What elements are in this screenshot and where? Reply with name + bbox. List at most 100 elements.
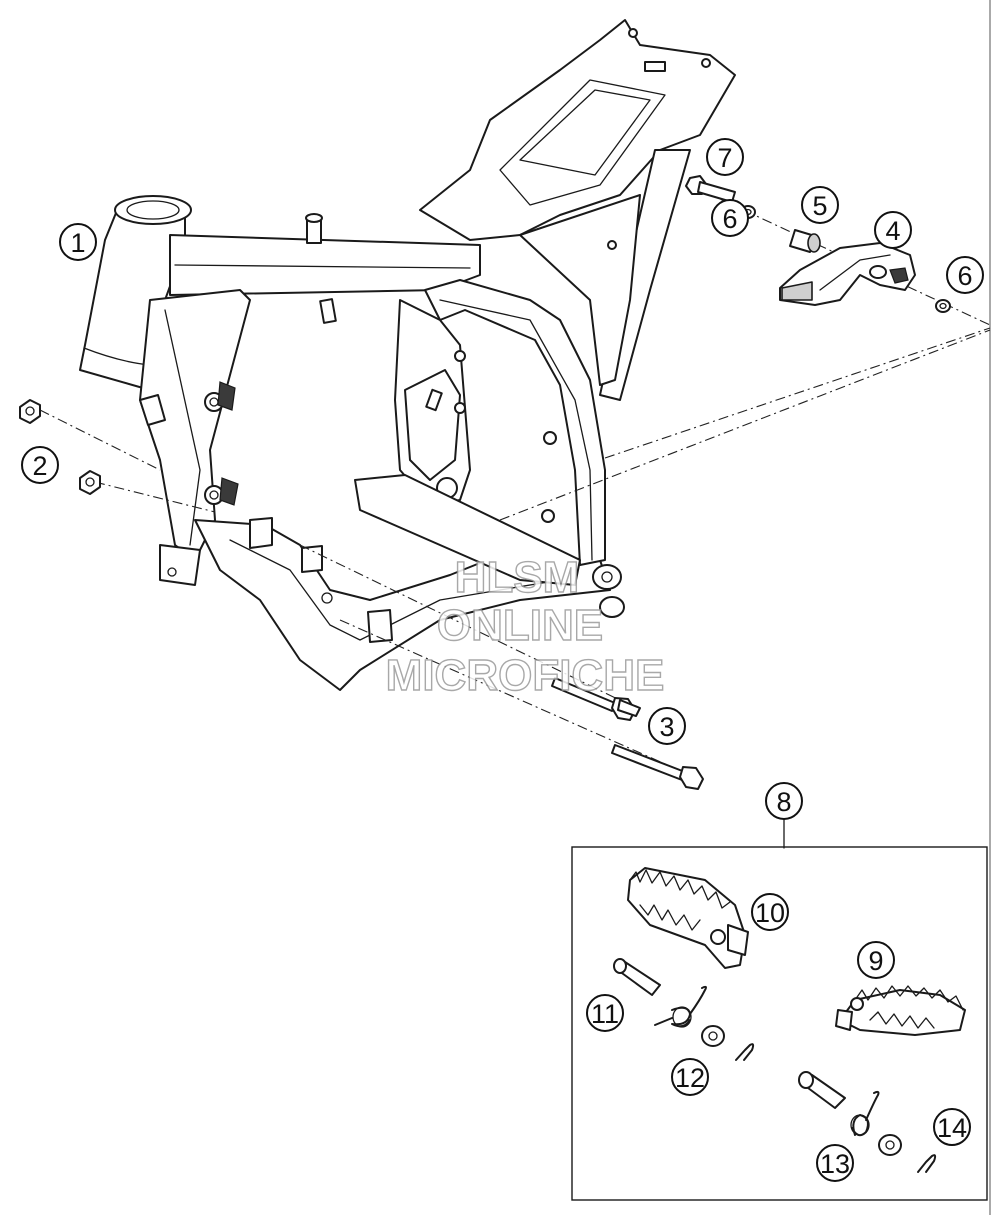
callout-13: 13 xyxy=(816,1144,854,1182)
dash-bolt-lower xyxy=(339,619,691,776)
spring-left-coil xyxy=(672,1006,692,1028)
down-tube-edge xyxy=(164,309,201,546)
dash-pedal-axis-2 xyxy=(604,327,991,459)
callout-3: 3 xyxy=(648,707,686,745)
callout-circle xyxy=(711,199,749,237)
callout-1: 1 xyxy=(59,223,97,261)
brake-pedal-lever xyxy=(779,242,916,306)
front-lug-hole xyxy=(167,567,177,577)
callout-label: 14 xyxy=(937,1113,967,1143)
callout-6a: 6 xyxy=(711,199,749,237)
bushing-end xyxy=(807,233,821,253)
washer-left-hole xyxy=(708,1031,718,1041)
mount-bracket-lower xyxy=(219,477,239,506)
callout-circle xyxy=(946,256,984,294)
dash-pedal-axis xyxy=(499,329,991,521)
cradle-tab-3 xyxy=(367,609,393,643)
down-tube-gusset xyxy=(139,394,166,426)
callout-label: 13 xyxy=(820,1149,850,1179)
plate-hole-b xyxy=(701,58,711,68)
callout-circle xyxy=(801,186,839,224)
plate-bolt-hole-2 xyxy=(454,402,466,414)
footrest-kit xyxy=(571,819,988,1201)
plate-bolt-hole-1 xyxy=(454,350,466,362)
callout-circle xyxy=(816,1144,854,1182)
footrest-left xyxy=(627,867,746,969)
callout-circle xyxy=(933,1108,971,1146)
frame-nuts xyxy=(19,399,101,495)
head-tube-bore xyxy=(126,200,180,220)
cradle-tab-1 xyxy=(249,517,273,549)
seat-plate-inner xyxy=(519,89,651,176)
callout-label: 9 xyxy=(868,946,883,976)
callout-label: 1 xyxy=(70,228,85,258)
bolt-long-shank xyxy=(611,744,686,781)
clip-right xyxy=(917,1154,937,1173)
watermark: HLSM ONLINE MICROFICHE xyxy=(385,552,665,700)
cradle-tab-2 xyxy=(301,545,323,573)
nut-lower-hole xyxy=(85,477,95,487)
top-tube-boss-cap xyxy=(305,213,323,223)
callout-label: 5 xyxy=(812,191,827,221)
head-tube-top xyxy=(114,195,192,225)
washer-right xyxy=(935,299,951,313)
frame-hole-right xyxy=(607,240,617,250)
callout-label: 3 xyxy=(659,712,674,742)
bolt-long-head xyxy=(679,766,704,790)
callout-label: 6 xyxy=(957,261,972,291)
rear-seat-plate xyxy=(419,19,736,241)
cradle-edge xyxy=(229,539,561,641)
callout-label: 8 xyxy=(776,787,791,817)
engine-mount-lower-hole xyxy=(209,490,219,500)
footrest-right-teeth xyxy=(854,985,964,1011)
bolt-short-flange xyxy=(617,699,641,717)
brake-pedal-edge xyxy=(819,254,891,291)
dash-nut-lower xyxy=(94,481,216,513)
footrest-right-clevis xyxy=(835,1009,853,1031)
pivot-bracket xyxy=(404,369,461,481)
footrest-pin-left-end xyxy=(613,958,627,974)
callout-2: 2 xyxy=(21,446,59,484)
callout-circle xyxy=(586,994,624,1032)
callout-14: 14 xyxy=(933,1108,971,1146)
brake-pedal-tab xyxy=(889,267,909,284)
cross-tube-end xyxy=(592,564,622,590)
watermark-line2: ONLINE xyxy=(437,601,603,650)
kit-box xyxy=(571,846,988,1201)
callout-label: 7 xyxy=(717,143,732,173)
callout-circle xyxy=(21,446,59,484)
footrest-left-teeth xyxy=(629,869,731,909)
callout-12: 12 xyxy=(671,1058,709,1096)
cross-tube xyxy=(354,474,581,586)
washer-right-kit xyxy=(878,1134,902,1156)
spring-right xyxy=(851,1090,880,1137)
callout-circle xyxy=(765,782,803,820)
washer-right-kit-hole xyxy=(885,1140,895,1150)
callout-label: 2 xyxy=(32,451,47,481)
callout-7: 7 xyxy=(706,138,744,176)
bolt-short-shank xyxy=(551,677,616,712)
engine-bolts xyxy=(551,677,704,790)
callout-6b: 6 xyxy=(946,256,984,294)
spring-right-coil xyxy=(850,1114,870,1136)
callout-10: 10 xyxy=(751,893,789,931)
footrest-left-teeth-lower xyxy=(639,904,701,931)
plate-hole-a xyxy=(628,28,638,38)
footrest-right xyxy=(839,989,966,1036)
main-loop-edge xyxy=(439,299,593,561)
plate-stud xyxy=(425,388,443,412)
nut-lower xyxy=(79,470,101,495)
cross-tube-bore xyxy=(601,571,613,583)
callout-4: 4 xyxy=(874,211,912,249)
callout-label: 11 xyxy=(591,999,619,1029)
watermark-line1: HLSM xyxy=(455,553,580,602)
dash-bolt-upper xyxy=(299,544,631,706)
callout-circle xyxy=(751,893,789,931)
callout-label: 10 xyxy=(755,898,785,928)
frame-assembly xyxy=(79,19,736,691)
callout-8: 8 xyxy=(765,782,803,820)
cradle-hole xyxy=(321,592,333,604)
callout-label: 12 xyxy=(675,1063,705,1093)
callout-label: 6 xyxy=(722,204,737,234)
seat-plate-cutout xyxy=(499,79,666,206)
